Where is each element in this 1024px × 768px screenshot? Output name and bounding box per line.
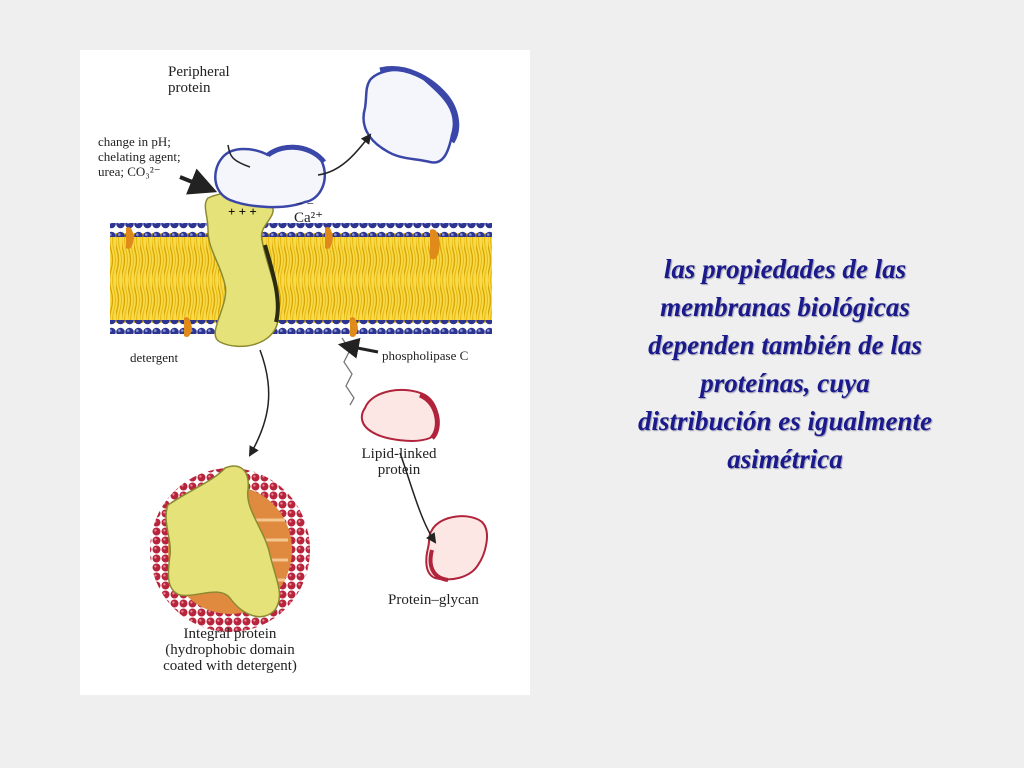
minus-charges-label: − − (296, 196, 314, 211)
calcium-label: Ca²⁺ (294, 210, 324, 226)
membrane-protein-figure: Peripheral protein change in pH; chelati… (80, 50, 530, 695)
detergent-micelle (150, 465, 310, 632)
phospholipase-label: phospholipase C (382, 348, 469, 363)
caption-line: dependen también de las (648, 330, 922, 360)
released-peripheral-protein (362, 68, 456, 164)
caption-line: distribución es igualmente (637, 406, 933, 436)
lipid-linked-protein-label: Lipid-linked protein (361, 446, 437, 478)
peripheral-protein-label: Peripheral protein (168, 64, 230, 96)
membrane-diagram (110, 66, 492, 632)
lipid-linked-protein-shape (360, 388, 439, 442)
caption-line: proteínas, cuya (700, 368, 870, 398)
caption-line: asimétrica (727, 444, 843, 474)
protein-glycan-shape (425, 515, 488, 581)
slide-caption: las propiedades de las membranas biológi… (580, 250, 990, 478)
plus-charges-label: + + + (228, 204, 257, 219)
peripheral-protein-shape (214, 144, 327, 209)
caption-line: membranas biológicas (660, 292, 910, 322)
protein-glycan-label: Protein–glycan (388, 592, 479, 608)
caption-line: las propiedades de las (663, 254, 907, 284)
integral-protein-label: Integral protein (hydrophobic domain coa… (163, 626, 297, 674)
detergent-label: detergent (130, 350, 179, 365)
conditions-label: change in pH; chelating agent; urea; CO₃… (98, 134, 181, 179)
lipid-bilayer (110, 223, 492, 337)
